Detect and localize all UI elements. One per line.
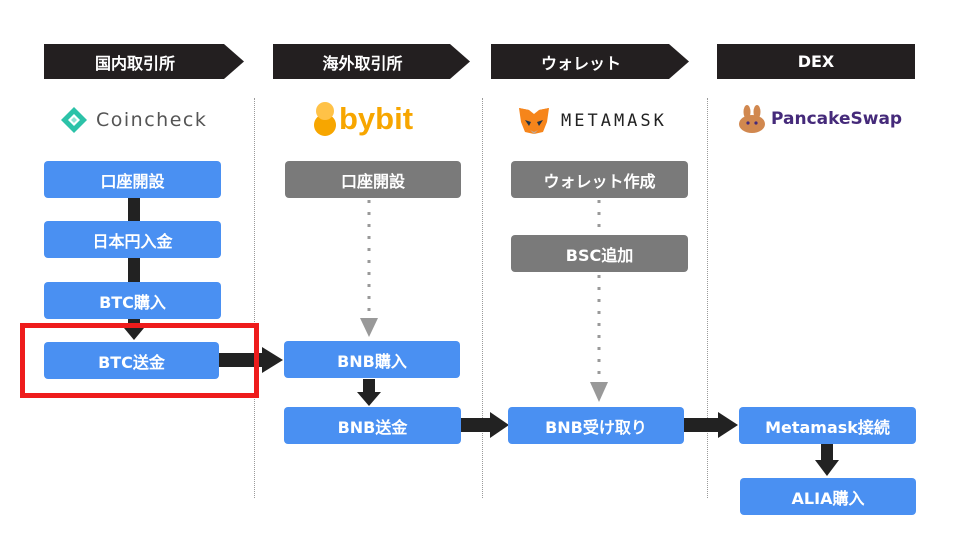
header-dex: DEX [717,44,915,79]
step-label: 口座開設 [340,171,405,191]
step-overseas-open-account: 口座開設 [285,161,461,198]
step-label: ウォレット作成 [543,171,656,191]
metamask-dotted-arrowhead [590,382,608,402]
bybit-coin-icon [314,102,336,136]
coincheck-logo: Coincheck [60,106,207,134]
coincheck-wordmark: Coincheck [96,109,208,131]
step-label: BNB購入 [337,351,407,371]
header-domestic-label: 国内取引所 [94,53,175,73]
step-dex-buy-alia: ALIA購入 [740,478,916,515]
arrow-btc-to-bybit-head [262,347,283,373]
step-label: BNB送金 [337,417,408,437]
arrow-bnb-buy-to-send [363,379,375,393]
header-domestic-exchange: 国内取引所 [44,44,244,79]
header-wallet-label: ウォレット [540,53,621,73]
bybit-dotted-arrowhead [360,318,378,337]
step-label: 口座開設 [100,171,165,191]
step-wallet-add-bsc: BSC追加 [511,235,688,272]
current-step-highlight [20,323,259,398]
metamask-logo: METAMASK [517,106,667,136]
step-wallet-create: ウォレット作成 [511,161,688,198]
arrow-bybit-to-metamask-head [490,412,509,438]
arrow-metamask-to-dex [684,418,719,432]
arrow-metamask-to-dex-head [718,412,738,438]
step-domestic-open-account: 口座開設 [44,161,221,198]
bybit-logo: bybit [313,100,413,138]
step-label: Metamask接続 [765,417,890,437]
step-label: BSC追加 [565,245,634,265]
step-overseas-buy-bnb: BNB購入 [284,341,460,378]
coincheck-icon [61,107,87,133]
pancakeswap-wordmark: PancakeSwap [771,109,903,129]
arrow-bybit-to-metamask [461,418,491,432]
column-divider [707,98,708,498]
arrow-connect-to-buy [821,444,833,462]
header-overseas-exchange: 海外取引所 [273,44,470,79]
metamask-wordmark: METAMASK [561,111,667,131]
header-overseas-label: 海外取引所 [322,53,403,73]
header-wallet: ウォレット [491,44,689,79]
bybit-wordmark: bybit [339,101,414,136]
step-wallet-receive-bnb: BNB受け取り [508,407,684,444]
step-label: ALIA購入 [791,488,865,508]
step-domestic-send-btc: BTC送金 [44,342,219,379]
step-label: 日本円入金 [92,231,173,251]
arrow-bnb-buy-to-send-head [357,392,381,406]
step-label: BTC送金 [98,352,165,372]
step-label: BNB受け取り [545,417,647,437]
step-domestic-buy-btc: BTC購入 [44,282,221,319]
column-divider [482,98,483,498]
domestic-flow-arrowhead [124,328,144,340]
step-domestic-deposit-jpy: 日本円入金 [44,221,221,258]
step-label: BTC購入 [99,292,166,312]
step-dex-connect-metamask: Metamask接続 [739,407,916,444]
header-dex-label: DEX [797,52,835,71]
column-divider [254,98,255,498]
pancake-bunny-icon [739,105,765,133]
pancakeswap-logo: PancakeSwap [737,104,902,134]
arrow-btc-to-bybit [219,353,263,367]
arrow-connect-to-buy-head [815,460,839,476]
step-overseas-send-bnb: BNB送金 [284,407,461,444]
metamask-fox-icon [519,108,549,134]
